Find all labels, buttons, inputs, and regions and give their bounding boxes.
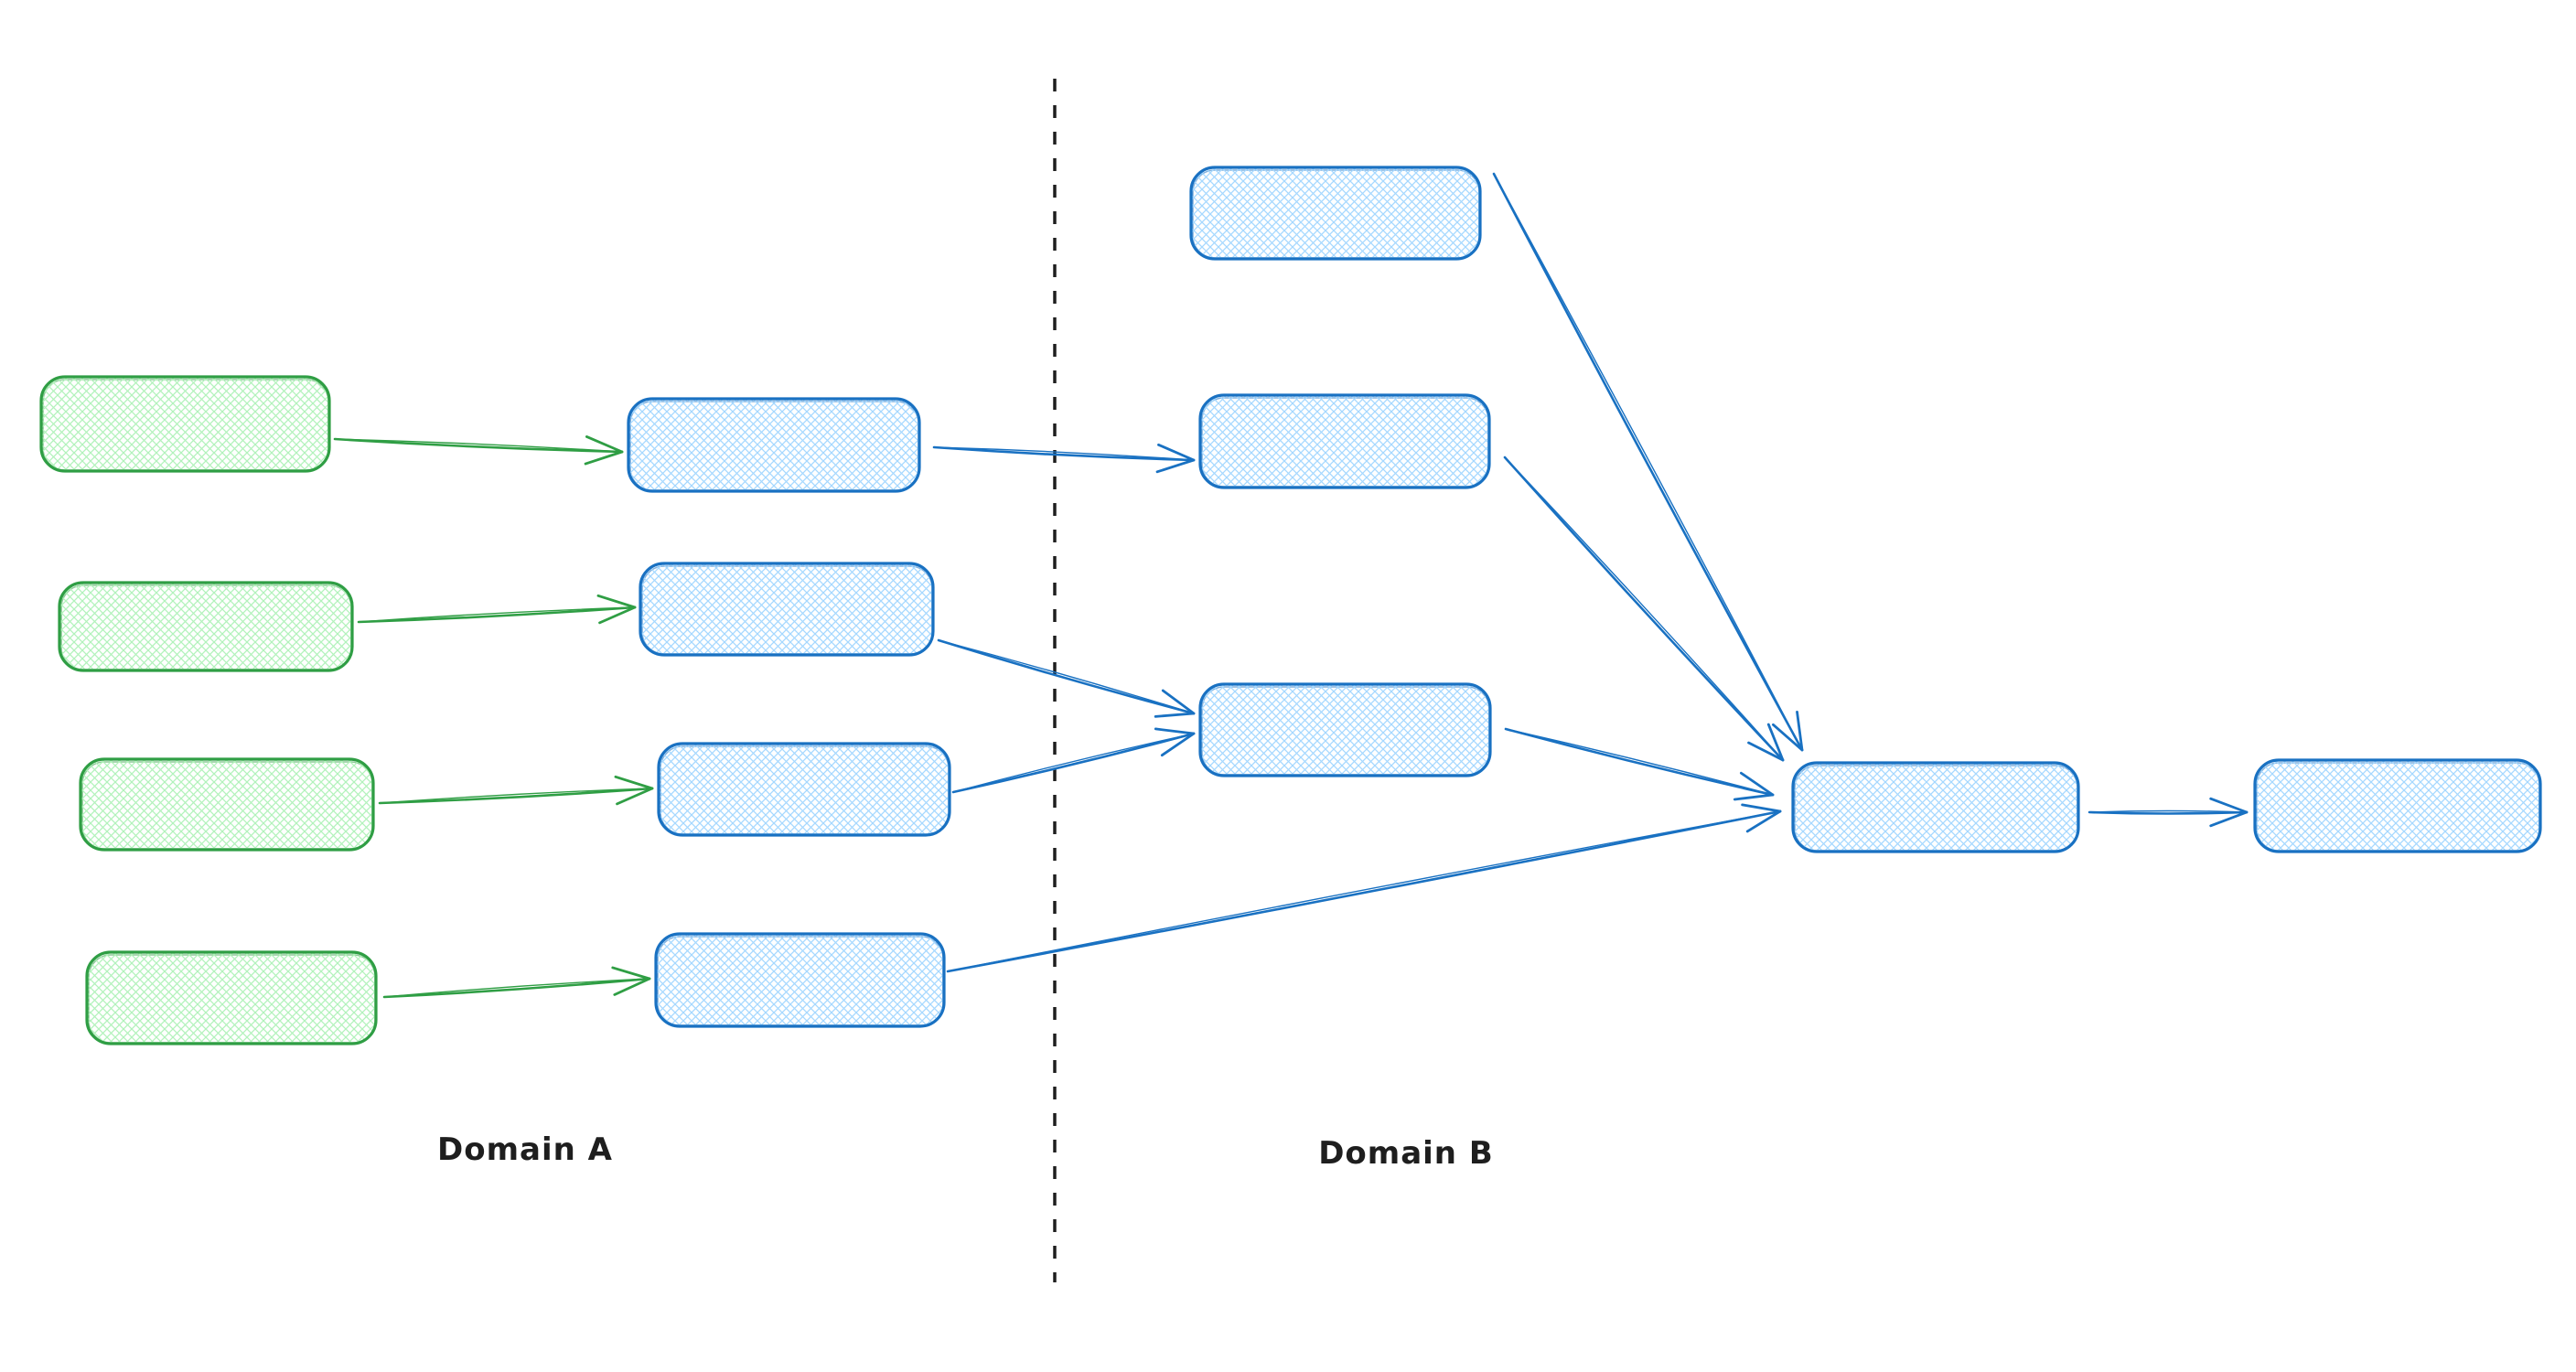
arrow-process3-to-b3-arrowhead (1154, 727, 1196, 735)
arrow-source2-to-process2-arrowhead (596, 594, 637, 609)
arrow-process3-to-b3-shaft (951, 732, 1196, 794)
domain-b-box-2 (1198, 393, 1491, 489)
arrow-source3-to-process3-shaft (378, 787, 654, 805)
domain-b-merge-group (1791, 761, 2080, 853)
arrow-source1-to-process1-shaft (334, 438, 623, 453)
arrow-source1-to-process1-arrowhead (584, 450, 624, 466)
domain-a-source-2-group (58, 581, 354, 672)
domain-a-source-4-group (85, 950, 378, 1045)
arrow-b3-to-merge-arrowhead (1733, 793, 1775, 801)
arrow-process1-to-b2-arrowhead (1157, 443, 1196, 462)
arrow-b2-to-merge-arrowhead (1766, 723, 1785, 762)
arrow-b2-to-merge (1503, 456, 1785, 762)
domain-b-box-1 (1189, 166, 1482, 261)
arrow-source1-to-process1 (333, 435, 624, 466)
arrow-process4-to-merge (946, 803, 1782, 973)
arrow-process1-to-b2-shaft (932, 445, 1196, 462)
arrow-source2-to-process2-shaft (357, 606, 637, 624)
domain-a-process-4-group (654, 932, 946, 1028)
domain-a-source-3-group (79, 757, 375, 852)
arrow-process3-to-b3-arrowhead (1160, 732, 1196, 757)
arrow-b3-to-merge-shaft (1505, 728, 1774, 796)
arrow-source2-to-process2 (357, 594, 637, 625)
domain-a-process-4 (654, 932, 946, 1028)
arrow-b2-to-merge-shaft (1503, 456, 1785, 762)
arrow-process4-to-merge-arrowhead (1745, 809, 1782, 833)
arrow-b1-to-merge-arrowhead (1796, 710, 1804, 752)
domain-a-source-2 (58, 581, 354, 672)
domain-a-source-4 (85, 950, 378, 1045)
domain-b-box-3 (1198, 682, 1492, 777)
domain-a-process-2-group (639, 562, 935, 657)
domain-b-box-1-group (1189, 166, 1482, 261)
domain-a-process-3 (657, 742, 951, 837)
arrow-source4-to-process4-shaft (382, 977, 651, 999)
arrow-source4-to-process4-arrowhead (611, 966, 651, 981)
arrow-merge-to-output (2088, 797, 2249, 828)
arrow-process3-to-b3 (951, 727, 1196, 794)
arrow-process3-to-b3-shaft (952, 733, 1195, 793)
domain-a-source-1-group (39, 375, 331, 473)
arrow-source3-to-process3-shaft (379, 788, 653, 804)
arrow-source3-to-process3-arrowhead (616, 787, 654, 806)
arrow-process2-to-b3 (937, 638, 1196, 718)
domain-a-process-1-group (627, 397, 921, 493)
domain-b-output-group (2253, 758, 2542, 853)
arrow-source3-to-process3-arrowhead (614, 775, 654, 790)
domain-a-process-1 (627, 397, 921, 493)
domain-b-output (2253, 758, 2542, 853)
arrow-b3-to-merge-arrowhead (1739, 771, 1775, 797)
arrow-b2-to-merge-shaft (1504, 456, 1784, 761)
arrow-b1-to-merge-shaft (1493, 173, 1803, 751)
domain-a-source-1 (39, 375, 331, 473)
arrow-b1-to-merge (1492, 172, 1804, 752)
arrow-merge-to-output-arrowhead (2209, 810, 2249, 828)
domain-a-source-3 (79, 757, 375, 852)
arrow-process2-to-b3-arrowhead (1154, 712, 1196, 718)
domain-a-process-3-group (657, 742, 951, 837)
arrow-source4-to-process4-arrowhead (613, 977, 651, 996)
arrow-source1-to-process1-arrowhead (585, 435, 624, 454)
arrow-source1-to-process1-shaft (333, 437, 624, 454)
domain-b-box-2-group (1198, 393, 1491, 489)
domain-a-process-2 (639, 562, 935, 657)
arrow-source4-to-process4-shaft (383, 978, 650, 998)
arrow-process4-to-merge-arrowhead (1741, 803, 1782, 813)
arrow-process1-to-b2-shaft (933, 446, 1195, 461)
arrow-source2-to-process2-arrowhead (598, 606, 637, 625)
arrow-b2-to-merge-arrowhead (1747, 741, 1785, 762)
arrow-process4-to-merge-shaft (947, 810, 1781, 972)
arrow-process1-to-b2 (932, 443, 1196, 474)
domain-b-box-3-group (1198, 682, 1492, 777)
arrow-merge-to-output-shaft (2088, 810, 2249, 815)
arrow-source4-to-process4 (382, 966, 651, 999)
arrow-b3-to-merge-shaft (1504, 727, 1775, 797)
arrow-merge-to-output-shaft (2088, 809, 2248, 813)
arrow-source2-to-process2-shaft (358, 606, 636, 623)
arrow-b3-to-merge (1504, 727, 1775, 801)
domain-b-label: Domain B (1318, 1135, 1494, 1172)
arrow-b1-to-merge-arrowhead (1772, 723, 1804, 752)
arrow-process1-to-b2-arrowhead (1155, 458, 1196, 474)
domain-a-label: Domain A (437, 1131, 613, 1168)
arrow-source3-to-process3 (378, 775, 654, 806)
arrow-process2-to-b3-shaft (937, 638, 1196, 715)
arrow-process4-to-merge-shaft (946, 809, 1782, 973)
arrow-merge-to-output-arrowhead (2209, 797, 2249, 814)
arrow-b1-to-merge-shaft (1492, 172, 1804, 752)
arrow-process2-to-b3-arrowhead (1161, 689, 1196, 715)
arrow-process2-to-b3-shaft (938, 639, 1195, 714)
domain-b-merge (1791, 761, 2080, 853)
